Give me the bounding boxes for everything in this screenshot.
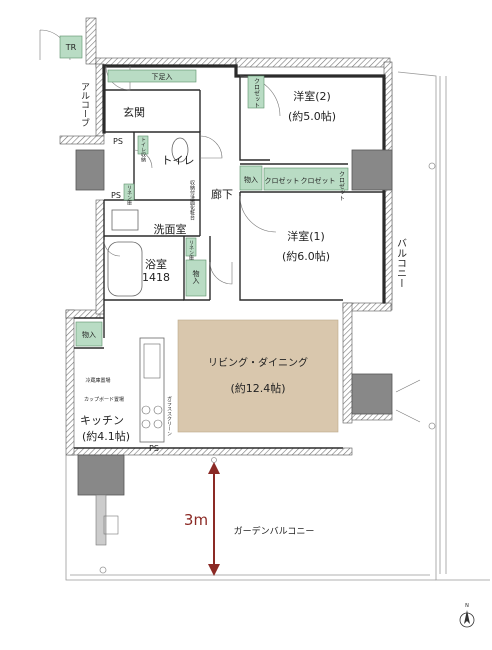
- label-linen2: リネン庫: [188, 240, 194, 261]
- label-bath: 浴室: [145, 257, 167, 271]
- label-alcove: アルコーブ: [79, 82, 90, 127]
- fixtures: [103, 137, 189, 535]
- toilet-bowl: [171, 137, 189, 163]
- label-kitchen-area: (約4.1帖): [82, 429, 130, 443]
- label-closet-w2: クロゼット: [253, 78, 260, 108]
- label-western2-area: (約5.0帖): [288, 109, 336, 123]
- linen2-box: [185, 237, 197, 257]
- label-ps-top: PS: [113, 137, 123, 146]
- label-storage-hall1: 物入: [244, 175, 258, 184]
- label-compass: N: [465, 603, 469, 609]
- living-dining-area: [177, 319, 339, 433]
- closet-w2-box: [247, 75, 265, 109]
- shafts: [75, 149, 393, 546]
- kitchen-counter: [139, 337, 165, 443]
- label-dimension: 3m: [184, 511, 208, 529]
- wash-basin: [111, 209, 139, 231]
- label-storage-kitchen: 物入: [82, 330, 96, 339]
- storage-hall-box: [239, 165, 263, 191]
- label-closet2: クロゼット: [301, 176, 336, 185]
- label-living: リビング・ダイニング: [208, 356, 308, 369]
- labels: TR アルコーブ 下足入 玄関 洋室(2) (約5.0帖) クロゼット PS ト…: [65, 43, 469, 609]
- storage-areas: [59, 35, 349, 347]
- label-bath-size: 1418: [142, 271, 170, 284]
- label-toilet: トイレ: [162, 154, 195, 167]
- bathtub: [107, 241, 143, 297]
- label-washroom: 洗面室: [154, 222, 187, 236]
- label-ps-kitchen: PS: [149, 444, 159, 453]
- label-wash-storage: 収納付洗面化粧台: [189, 179, 195, 221]
- linen-box: [123, 183, 135, 201]
- label-shoe-closet: 下足入: [152, 73, 173, 81]
- label-cupboard: カップボード置場: [84, 396, 124, 403]
- shaft-right-bottom: [351, 373, 393, 415]
- outdoor-unit: [103, 515, 119, 535]
- label-living-area: (約12.4帖): [230, 381, 285, 395]
- shaft-right-top: [351, 149, 393, 191]
- shaft-left: [75, 149, 105, 191]
- label-western1: 洋室(1): [287, 229, 325, 243]
- dimension-arrow: [208, 462, 220, 576]
- label-closet3: クロゼット: [338, 171, 345, 201]
- label-linen: リネン庫: [126, 185, 132, 206]
- storage-kitchen-box: [75, 321, 103, 347]
- label-balcony: バルコニー: [395, 238, 407, 288]
- label-kitchen: キッチン: [80, 414, 124, 427]
- doors: [39, 29, 421, 423]
- closets-row-box: [263, 167, 349, 191]
- label-western1-area: (約6.0帖): [282, 249, 330, 263]
- label-glass-screen: ガラススクリーン: [166, 395, 172, 436]
- label-hallway: 廊下: [211, 187, 233, 201]
- storage-bath-box: [185, 259, 207, 297]
- label-tr: TR: [65, 43, 77, 52]
- label-closet1: クロゼット: [265, 176, 300, 185]
- label-fridge: 冷蔵庫置場: [85, 377, 110, 384]
- label-western2: 洋室(2): [293, 89, 331, 103]
- tr-box: [59, 35, 83, 59]
- label-garden-balcony: ガーデンバルコニー: [234, 525, 315, 537]
- compass-icon: [459, 610, 475, 628]
- label-entrance: 玄関: [123, 105, 145, 119]
- toilet-storage-box: [137, 135, 149, 155]
- label-toilet-storage: トイレ収納: [140, 137, 146, 163]
- label-ps-mid: PS: [111, 191, 121, 200]
- shoe-closet-box: [107, 69, 197, 83]
- label-storage-bath: 物入: [192, 269, 200, 284]
- shaft-bottom: [77, 454, 125, 496]
